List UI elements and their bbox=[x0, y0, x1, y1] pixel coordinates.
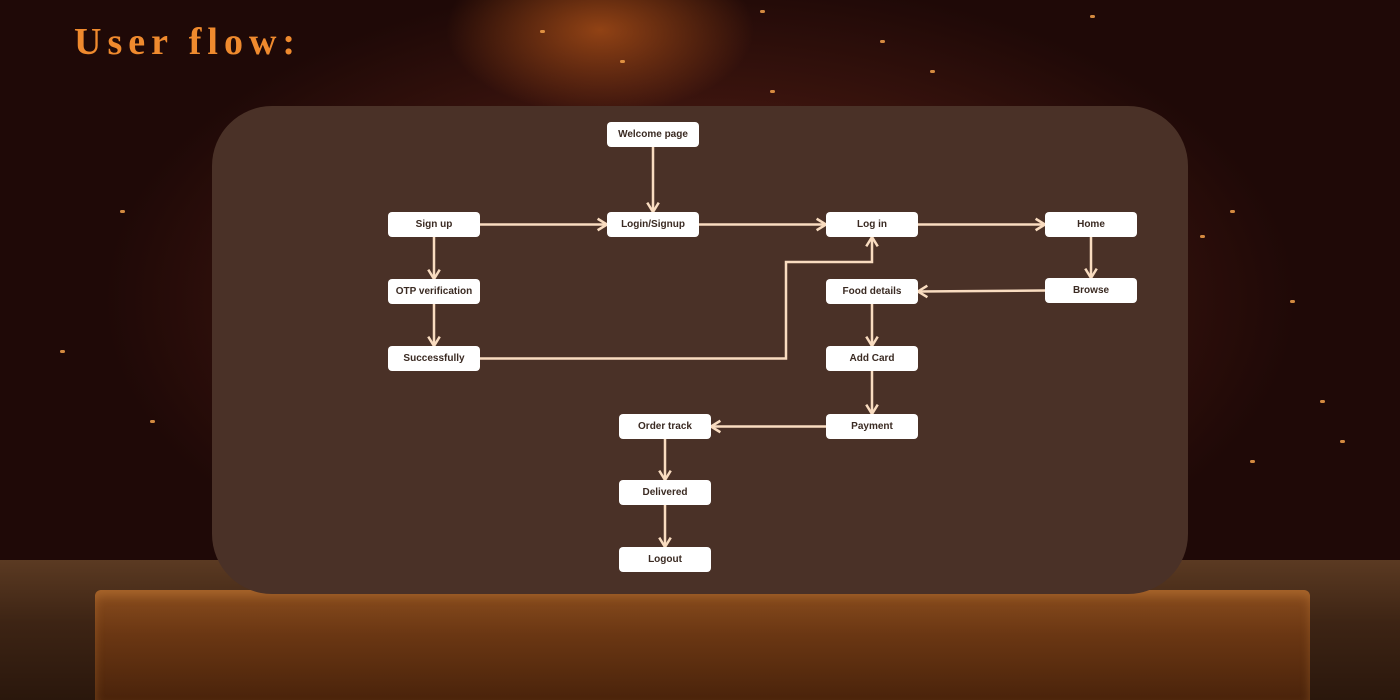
edge-delivered-to-logout bbox=[658, 505, 672, 550]
edge-ordertrack-to-delivered bbox=[658, 439, 672, 483]
node-delivered: Delivered bbox=[619, 480, 711, 505]
node-add-card: Add Card bbox=[826, 346, 918, 371]
user-flow-panel: Welcome page Sign up Login/Signup Log in… bbox=[212, 106, 1188, 594]
node-browse: Browse bbox=[1045, 278, 1137, 303]
arrowhead bbox=[865, 234, 879, 248]
edge-login-to-home bbox=[918, 217, 1048, 232]
node-welcome-page: Welcome page bbox=[607, 122, 699, 147]
arrowhead bbox=[915, 284, 929, 299]
node-logout: Logout bbox=[619, 547, 711, 572]
edge-welcome-to-loginsignup bbox=[646, 147, 660, 215]
node-home: Home bbox=[1045, 212, 1137, 237]
node-successfully: Successfully bbox=[388, 346, 480, 371]
edge-signup-to-loginsignup bbox=[480, 217, 610, 232]
edge-home-to-browse bbox=[1084, 237, 1098, 281]
arrowhead bbox=[708, 419, 722, 434]
edge-otp-to-success bbox=[427, 304, 441, 349]
background-cutting-board bbox=[95, 590, 1310, 700]
edge-success-to-login bbox=[480, 234, 879, 360]
edge-loginsignup-to-login bbox=[699, 217, 829, 232]
edge-signup-to-otp bbox=[427, 237, 441, 282]
edge-payment-to-ordertrack bbox=[708, 419, 826, 434]
node-login-signup: Login/Signup bbox=[607, 212, 699, 237]
node-payment: Payment bbox=[826, 414, 918, 439]
edge-browse-to-fooddetails bbox=[915, 284, 1046, 299]
node-otp-verification: OTP verification bbox=[388, 279, 480, 304]
page-title: User flow: bbox=[74, 21, 302, 63]
flow-edges bbox=[427, 147, 1098, 550]
edge-addcard-to-payment bbox=[865, 371, 879, 417]
node-food-details: Food details bbox=[826, 279, 918, 304]
node-log-in: Log in bbox=[826, 212, 918, 237]
edge-fooddetails-to-addcard bbox=[865, 304, 879, 349]
node-order-track: Order track bbox=[619, 414, 711, 439]
node-sign-up: Sign up bbox=[388, 212, 480, 237]
